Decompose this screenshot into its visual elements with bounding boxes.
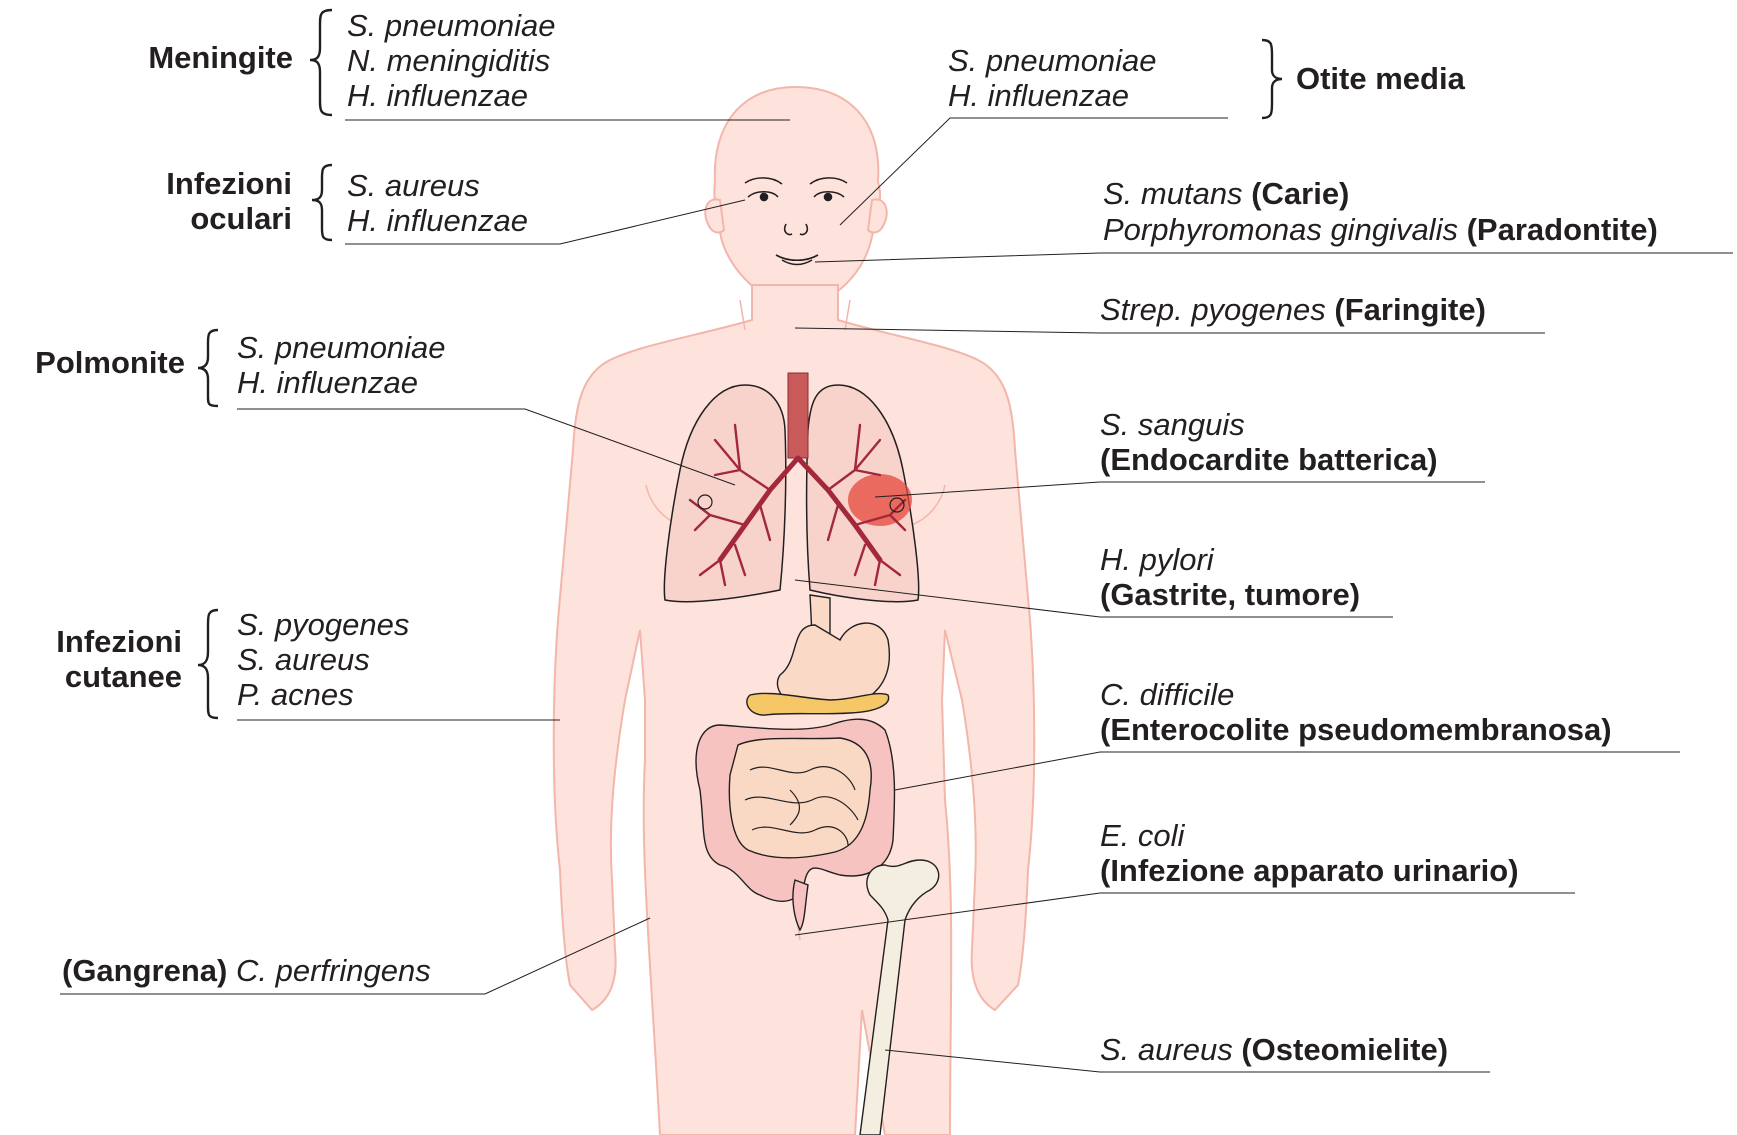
- osteomielite-label: S. aureus (Osteomielite): [1100, 1032, 1448, 1067]
- polmonite-title: Polmonite: [10, 345, 185, 380]
- endocardite-label: S. sanguis (Endocardite batterica): [1100, 407, 1438, 477]
- urinario-label: E. coli (Infezione apparato urinario): [1100, 818, 1519, 888]
- gangrena-label: (Gangrena) C. perfringens: [62, 953, 431, 988]
- oculari-organisms: S. aureus H. influenzae: [347, 168, 528, 238]
- otite-title: Otite media: [1296, 61, 1465, 96]
- leader-faringite: [795, 328, 1545, 333]
- brace-otite: [1262, 40, 1282, 118]
- gastrite-label: H. pylori (Gastrite, tumore): [1100, 542, 1360, 612]
- trachea: [788, 373, 808, 458]
- otite-organisms: S. pneumoniae H. influenzae: [948, 43, 1157, 113]
- brace-meningite: [310, 10, 332, 115]
- meningite-title: Meningite: [125, 40, 293, 75]
- polmonite-organisms: S. pneumoniae H. influenzae: [237, 330, 446, 400]
- faringite-label: Strep. pyogenes (Faringite): [1100, 292, 1486, 327]
- enterocolite-label: C. difficile (Enterocolite pseudomembran…: [1100, 677, 1612, 747]
- meningite-organisms: S. pneumoniae N. meningiditis H. influen…: [347, 8, 556, 113]
- leader-paradontite: [815, 253, 1733, 262]
- carie-label: S. mutans (Carie): [1103, 176, 1349, 211]
- left-ear: [705, 199, 724, 232]
- cutanee-organisms: S. pyogenes S. aureus P. acnes: [237, 607, 409, 712]
- brace-cutanee: [198, 610, 218, 718]
- right-ear: [868, 199, 887, 232]
- body-figure: [554, 87, 1035, 1135]
- cutanee-title: Infezioni cutanee: [30, 624, 182, 694]
- brace-polmonite: [198, 330, 218, 406]
- oculari-title: Infezioni oculari: [120, 166, 292, 236]
- brace-oculari: [312, 165, 332, 240]
- paradontite-label: Porphyromonas gingivalis (Paradontite): [1103, 212, 1658, 247]
